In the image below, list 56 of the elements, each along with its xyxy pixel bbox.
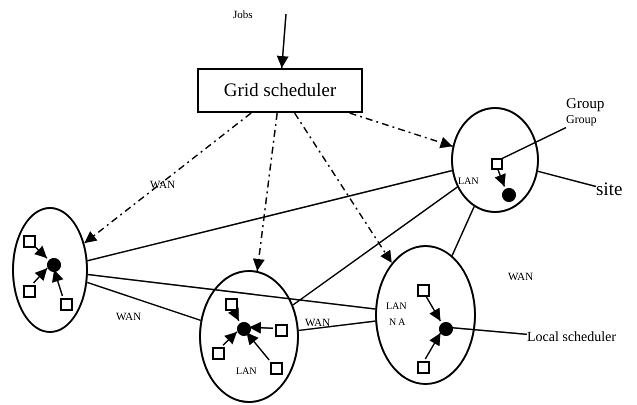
arrow bbox=[84, 112, 252, 244]
link-line bbox=[87, 170, 452, 262]
callout-text: Group bbox=[566, 96, 604, 112]
site-ellipse bbox=[12, 207, 88, 333]
arrow bbox=[246, 332, 270, 360]
leader-line bbox=[500, 126, 566, 160]
network-label: LAN bbox=[386, 302, 407, 312]
scheduler-box bbox=[197, 68, 363, 113]
scheduler-dot bbox=[237, 322, 251, 336]
arrow bbox=[252, 112, 278, 271]
arrow bbox=[248, 322, 274, 334]
callout-text: Group bbox=[566, 112, 597, 126]
arrow bbox=[276, 14, 289, 68]
leader-line bbox=[450, 326, 528, 336]
box-title: Grid scheduler bbox=[224, 80, 336, 102]
link-line bbox=[298, 320, 376, 332]
network-label: LAN bbox=[458, 177, 479, 187]
scheduler-dot bbox=[47, 258, 61, 272]
group-square bbox=[23, 285, 36, 298]
arrow bbox=[424, 294, 442, 322]
network-label: WAN bbox=[116, 312, 142, 323]
link-line bbox=[87, 282, 201, 321]
callout-text: site bbox=[596, 180, 622, 201]
link-line bbox=[292, 186, 458, 306]
site-ellipse bbox=[375, 245, 476, 385]
network-label: N A bbox=[389, 318, 406, 328]
group-square bbox=[212, 347, 225, 360]
leader-line bbox=[538, 170, 596, 188]
group-square bbox=[270, 362, 283, 375]
group-square bbox=[275, 324, 288, 337]
network-label: WAN bbox=[508, 272, 534, 283]
group-square bbox=[417, 361, 430, 374]
network-label: WAN bbox=[150, 180, 176, 191]
callout-text: Local scheduler bbox=[527, 330, 616, 346]
link-line bbox=[88, 274, 376, 310]
group-square bbox=[60, 298, 73, 311]
scheduler-dot bbox=[439, 322, 453, 336]
scheduler-dot bbox=[502, 188, 516, 202]
arrow bbox=[33, 245, 48, 259]
arrow bbox=[349, 112, 453, 148]
arrow bbox=[52, 269, 64, 296]
arrow bbox=[222, 331, 238, 346]
network-label: LAN bbox=[236, 367, 257, 377]
arrow bbox=[424, 332, 442, 360]
site-ellipse bbox=[451, 107, 539, 213]
group-square bbox=[491, 158, 503, 170]
group-square bbox=[417, 284, 430, 297]
link-line bbox=[451, 206, 475, 256]
arrow bbox=[494, 168, 506, 187]
network-label: WAN bbox=[305, 318, 330, 329]
site-ellipse bbox=[199, 270, 299, 403]
network-label: Jobs bbox=[233, 10, 253, 21]
arrow bbox=[32, 268, 48, 284]
group-square bbox=[225, 298, 238, 311]
arrow bbox=[294, 112, 392, 264]
group-square bbox=[23, 235, 36, 248]
